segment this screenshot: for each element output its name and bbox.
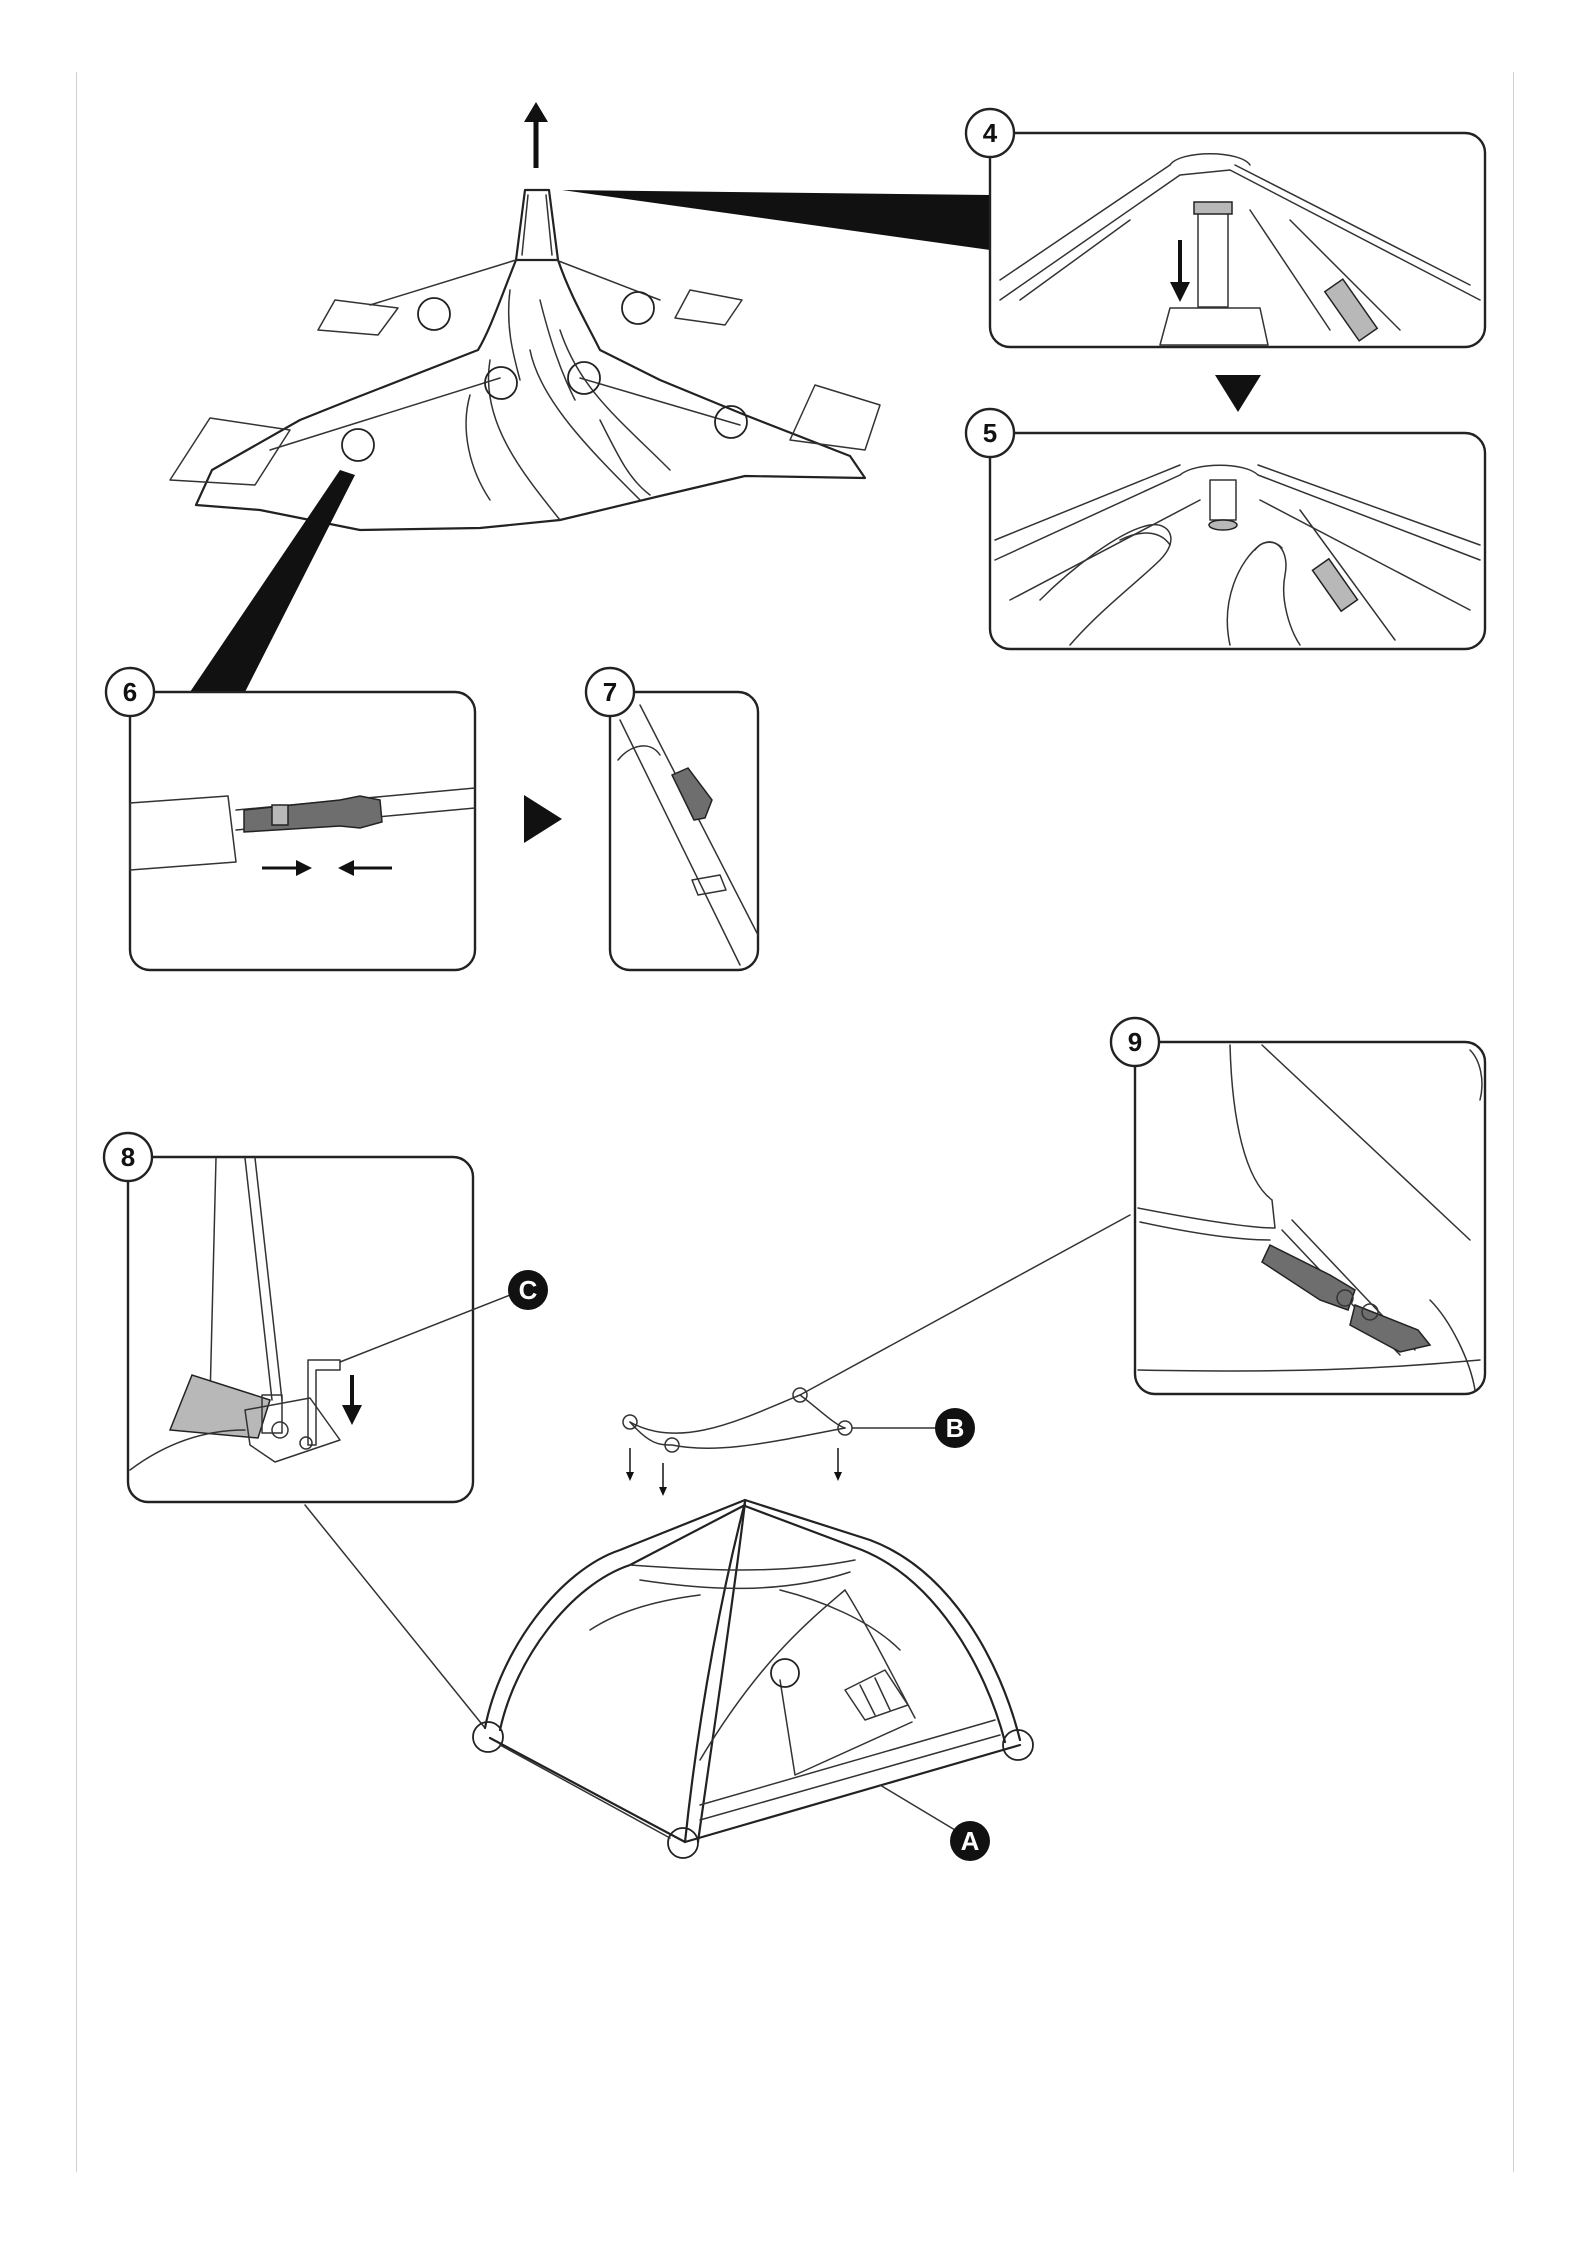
- panel-step4: [990, 133, 1485, 347]
- callout-wedge-step4: [562, 190, 990, 250]
- collapsed-tent-illustration: [170, 102, 880, 530]
- triangle-right-icon: [524, 795, 562, 843]
- svg-text:9: 9: [1128, 1027, 1142, 1057]
- step-badge-6: 6: [106, 668, 154, 716]
- svg-text:5: 5: [983, 418, 997, 448]
- callout-wedge-step6: [190, 470, 355, 692]
- svg-text:6: 6: [123, 677, 137, 707]
- panel-step9: [1135, 1042, 1485, 1394]
- step-badge-9: 9: [1111, 1018, 1159, 1066]
- rainfly-illustration: [623, 1388, 940, 1496]
- arrow-up-icon: [524, 102, 548, 168]
- step-badge-8: 8: [104, 1133, 152, 1181]
- step-badge-4: 4: [966, 109, 1014, 157]
- callout-line-step9: [800, 1215, 1130, 1395]
- arrow-down-icon: [626, 1448, 842, 1496]
- svg-text:A: A: [961, 1826, 980, 1856]
- svg-text:C: C: [519, 1275, 538, 1305]
- svg-text:4: 4: [983, 118, 998, 148]
- svg-text:8: 8: [121, 1142, 135, 1172]
- panel-step8: [128, 1157, 510, 1502]
- svg-text:B: B: [946, 1413, 965, 1443]
- part-label-c: C: [508, 1270, 548, 1310]
- panel-step6: [130, 692, 475, 970]
- panel-step7: [610, 692, 758, 970]
- step-badge-5: 5: [966, 409, 1014, 457]
- part-label-b: B: [935, 1408, 975, 1448]
- triangle-down-icon: [1215, 375, 1261, 412]
- step-badge-7: 7: [586, 668, 634, 716]
- assembled-tent-illustration: [473, 1500, 1033, 1858]
- svg-text:7: 7: [603, 677, 617, 707]
- part-label-a: A: [950, 1821, 990, 1861]
- panel-step5: [990, 433, 1485, 649]
- callout-line-step8: [305, 1505, 485, 1728]
